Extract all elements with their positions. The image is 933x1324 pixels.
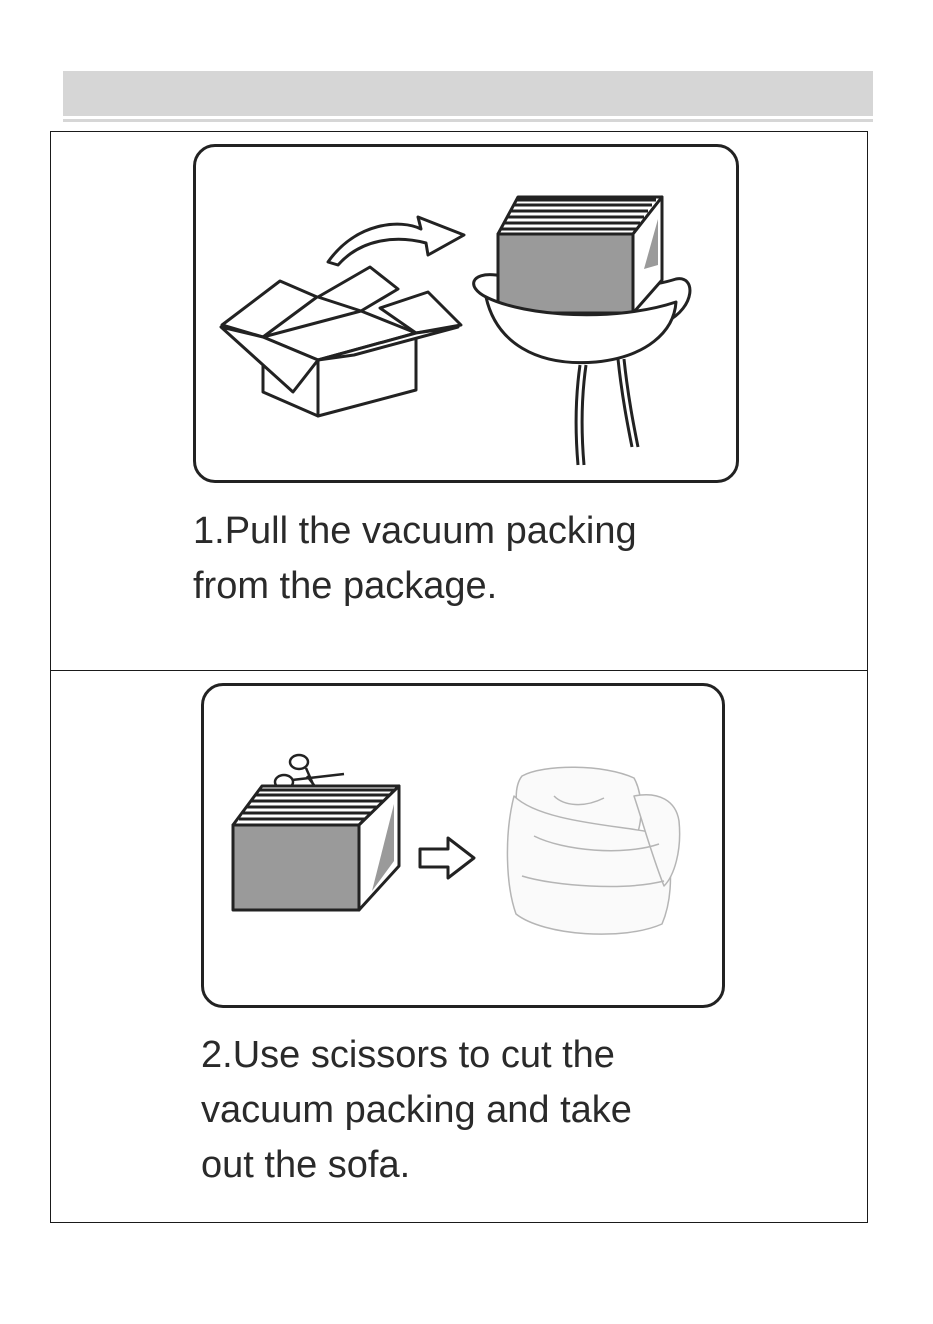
step-1-text: 1.Pull the vacuum packing from the packa… [193, 504, 813, 614]
step-2-text: 2.Use scissors to cut the vacuum packing… [201, 1028, 801, 1193]
vacuum-pack-icon [474, 197, 690, 465]
open-box-icon [221, 267, 461, 416]
outline-arrow-icon [420, 838, 474, 878]
step-2-line-3: out the sofa. [201, 1138, 801, 1193]
sofa-icon [507, 767, 679, 934]
step-1-drawing [196, 147, 736, 480]
step-1-line-1: 1.Pull the vacuum packing [193, 504, 813, 559]
step-2-drawing [204, 686, 722, 1005]
step-2-line-2: vacuum packing and take [201, 1083, 801, 1138]
step-2-illustration [201, 683, 725, 1008]
step-1-illustration [193, 144, 739, 483]
header-rule [63, 119, 873, 122]
step-2-line-1: 2.Use scissors to cut the [201, 1028, 801, 1083]
step-divider [50, 670, 868, 671]
header-bar [63, 71, 873, 116]
step-1-line-2: from the package. [193, 559, 813, 614]
vacuum-pack-icon [233, 786, 399, 910]
curved-arrow-icon [328, 217, 464, 265]
